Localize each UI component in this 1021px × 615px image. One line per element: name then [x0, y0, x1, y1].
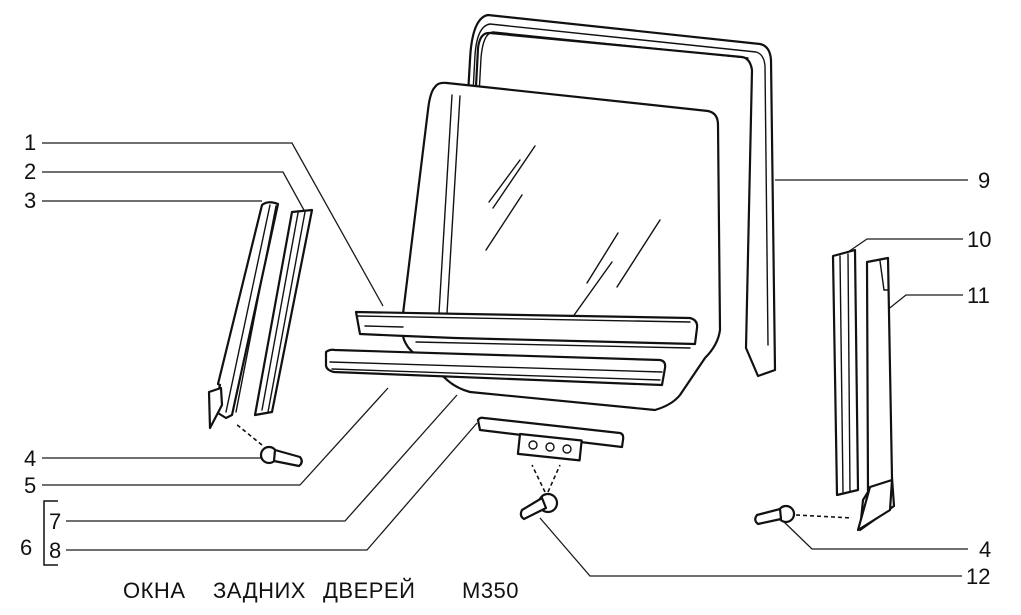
- callout-10: 10: [967, 227, 992, 252]
- callout-11: 11: [967, 283, 990, 308]
- callout-7: 7: [49, 509, 62, 534]
- part-11-rear-guide: [856, 256, 896, 532]
- callout-1: 1: [24, 130, 37, 155]
- part-2-front-seal: [253, 208, 314, 417]
- caption-word-1: ОКНА: [123, 578, 186, 603]
- callout-4-left: 4: [24, 446, 37, 471]
- callout-9: 9: [978, 168, 991, 193]
- part-3-front-guide: [207, 201, 280, 430]
- part-9-frame-seal: [453, 13, 777, 378]
- part-4-bolt-right: [754, 504, 796, 526]
- part-1-outer-belt: [354, 310, 699, 349]
- part-5-inner-belt: [324, 348, 667, 387]
- part-12-bolt: [519, 492, 559, 521]
- caption-word-2: ЗАДНИХ: [213, 578, 306, 603]
- callout-6: 6: [20, 535, 33, 560]
- caption-code: M350: [462, 578, 520, 603]
- part-4-bolt-left: [259, 445, 303, 468]
- callout-12: 12: [966, 564, 991, 589]
- leader-lines: [42, 142, 968, 577]
- arrow-bolt-to-front-guide: [235, 423, 263, 446]
- callout-8: 8: [49, 538, 62, 563]
- callout-2: 2: [24, 159, 37, 184]
- caption-word-3: ДВЕРЕЙ: [323, 578, 416, 603]
- part-8-lift-channel: [476, 416, 625, 493]
- callout-3: 3: [24, 188, 37, 213]
- arrow-bolt-to-rear-guide: [795, 514, 853, 519]
- callout-5: 5: [24, 473, 37, 498]
- callout-4-right: 4: [979, 537, 992, 562]
- part-10-rear-seal: [831, 248, 860, 497]
